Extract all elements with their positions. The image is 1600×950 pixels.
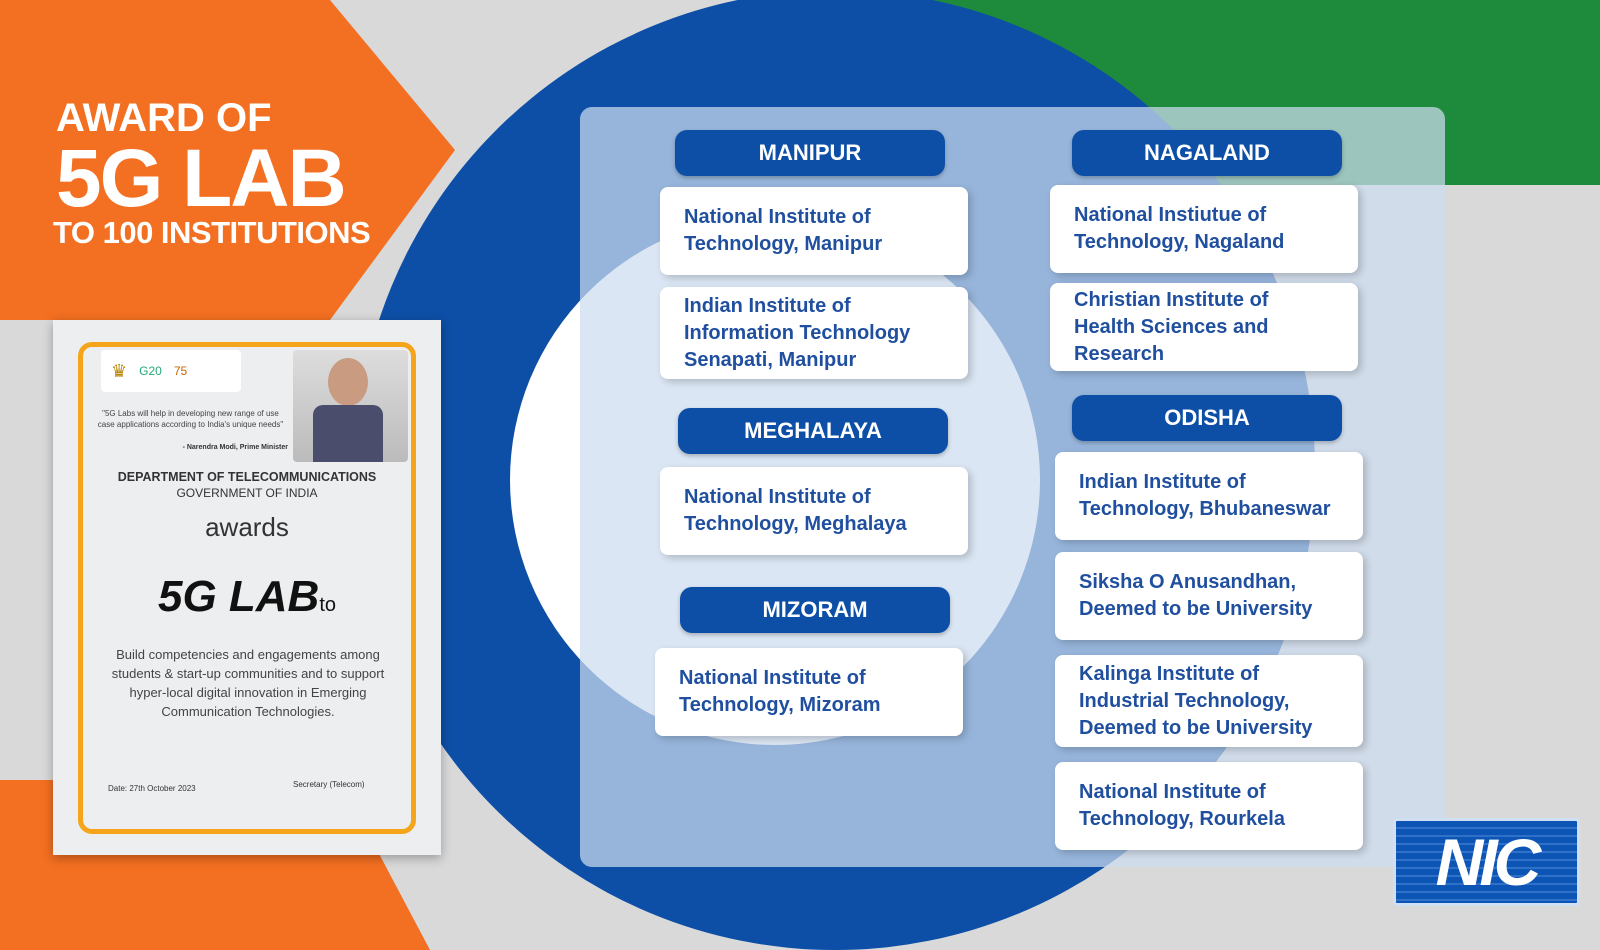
certificate-signatory: Secretary (Telecom) <box>293 780 365 789</box>
nic-logo: NIC <box>1393 818 1580 906</box>
institution-card: Siksha O Anusandhan, Deemed to be Univer… <box>1055 552 1363 640</box>
state-header-mizoram: MIZORAM <box>680 587 950 633</box>
institution-card: National Institute of Technology, Mizora… <box>655 648 963 736</box>
azadi-logo: 75 <box>173 364 188 378</box>
institution-card: National Institute of Technology, Manipu… <box>660 187 968 275</box>
5g-lab-logo: 5G LABto <box>53 572 441 622</box>
government-name: GOVERNMENT OF INDIA <box>176 486 318 500</box>
institution-card: Kalinga Institute of Industrial Technolo… <box>1055 655 1363 747</box>
institution-card: Indian Institute of Information Technolo… <box>660 287 968 379</box>
institution-card: National Institute of Technology, Meghal… <box>660 467 968 555</box>
awards-text: awards <box>205 512 289 542</box>
partner-logos: ♛ G20 75 <box>101 350 241 392</box>
lab-text: LAB <box>228 572 320 621</box>
quote-author: - Narendra Modi, Prime Minister <box>182 444 288 451</box>
institution-card: Christian Institute of Health Sciences a… <box>1050 283 1358 371</box>
institution-card: National Instiutue of Technology, Nagala… <box>1050 185 1358 273</box>
quote: "5G Labs will help in developing new ran… <box>97 409 284 429</box>
g20-logo: G20 <box>139 364 162 378</box>
institution-card: Indian Institute of Technology, Bhubanes… <box>1055 452 1363 540</box>
prime-minister-photo <box>293 350 408 462</box>
department-name: DEPARTMENT OF TELECOMMUNICATIONS <box>117 470 377 484</box>
5g-text: 5G <box>157 572 217 621</box>
title-line-2: 5G LAB <box>56 133 347 224</box>
state-header-meghalaya: MEGHALAYA <box>678 408 948 454</box>
state-header-nagaland: NAGALAND <box>1072 130 1342 176</box>
state-header-manipur: MANIPUR <box>675 130 945 176</box>
certificate-frame <box>78 342 416 834</box>
award-certificate: ♛ G20 75 "5G Labs will help in developin… <box>53 320 441 855</box>
to-text: to <box>319 594 337 616</box>
state-header-odisha: ODISHA <box>1072 395 1342 441</box>
certificate-date: Date: 27th October 2023 <box>108 784 196 793</box>
certificate-description: Build competencies and engagements among… <box>111 647 385 719</box>
institution-card: National Institute of Technology, Rourke… <box>1055 762 1363 850</box>
title-line-1: AWARD OF <box>56 96 272 140</box>
title-line-3: TO 100 INSTITUTIONS <box>47 215 377 250</box>
emblem-icon: ♛ <box>111 360 128 381</box>
